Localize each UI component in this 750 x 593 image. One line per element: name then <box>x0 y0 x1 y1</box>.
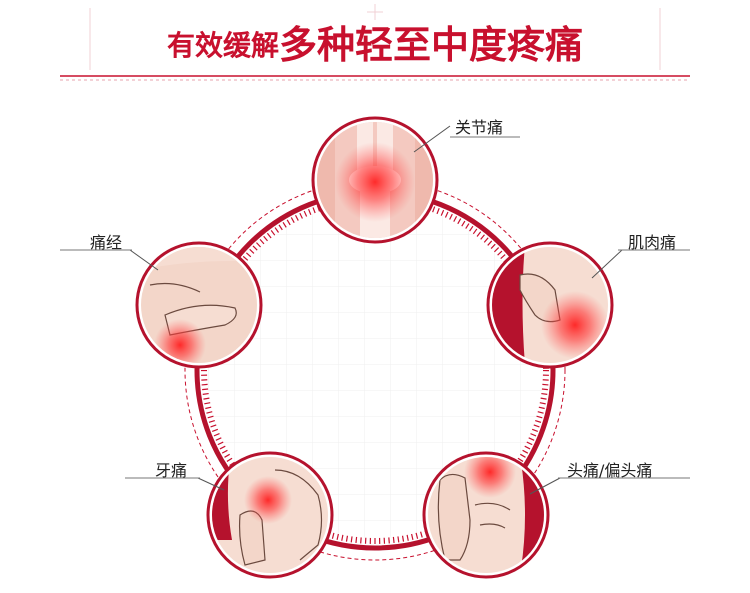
page-title: 有效缓解多种轻至中度疼痛 <box>0 14 750 69</box>
label-toothache: 牙痛 <box>155 461 188 480</box>
headline-emphasis: 多种轻至中度疼痛 <box>279 23 584 67</box>
tick-ring <box>201 196 549 544</box>
headline-prefix: 有效缓解 <box>166 29 279 62</box>
headache-icon <box>422 451 550 579</box>
label-muscle-pain: 肌肉痛 <box>628 233 677 252</box>
menstrual-cramps-icon <box>135 241 263 369</box>
label-menstrual-pain: 痛经 <box>90 233 123 252</box>
muscle-pain-icon <box>486 241 614 369</box>
label-joint-pain: 关节痛 <box>455 118 504 137</box>
toothache-icon <box>206 451 334 579</box>
label-headache: 头痛/偏头痛 <box>567 461 653 480</box>
outer-dashed-ring <box>184 179 566 561</box>
headline: 有效缓解多种轻至中度疼痛 <box>0 0 750 80</box>
title-divider <box>60 4 690 81</box>
knee-joint-icon <box>311 116 439 244</box>
